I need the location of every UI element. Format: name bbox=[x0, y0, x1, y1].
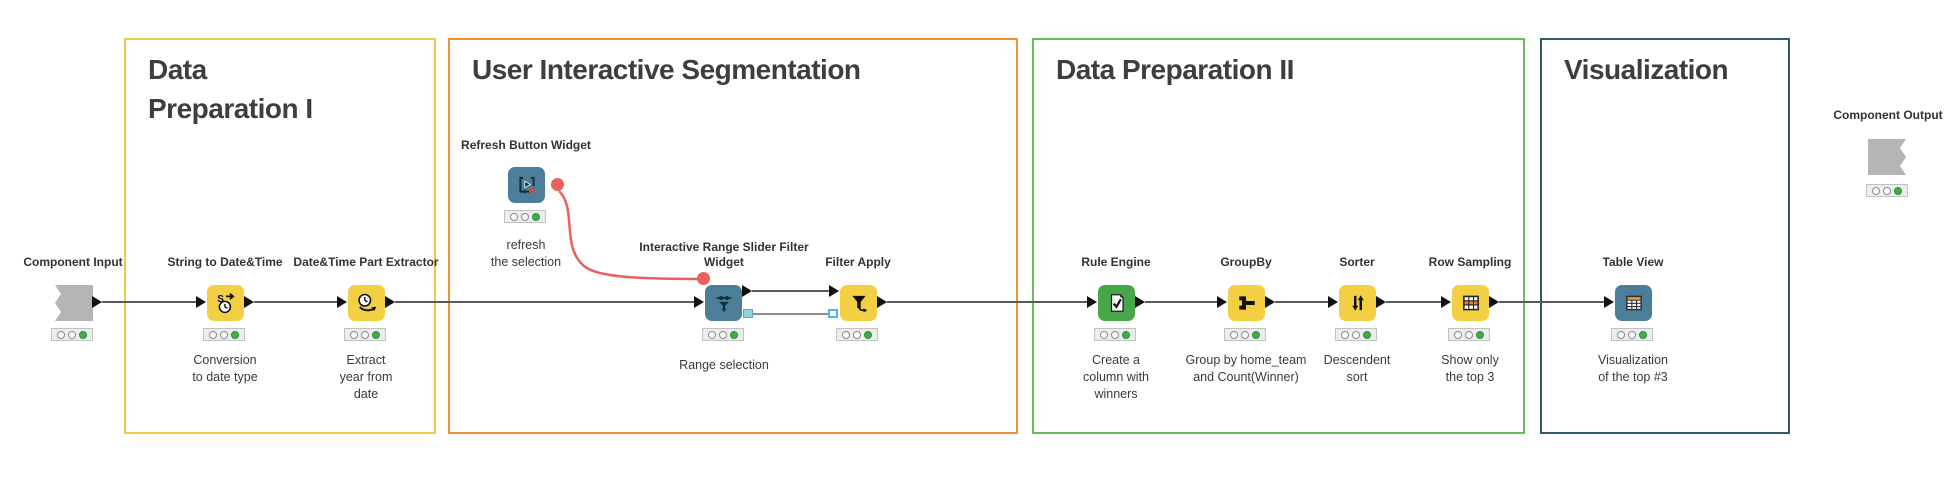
output-port[interactable] bbox=[1265, 296, 1275, 308]
input-port[interactable] bbox=[1087, 296, 1097, 308]
node-label: Interactive Range Slider Filter Widget bbox=[639, 240, 809, 269]
range-slider-filter-icon bbox=[716, 295, 731, 313]
traffic-light bbox=[1335, 328, 1377, 341]
string-to-date-time-icon: S bbox=[217, 292, 235, 314]
input-port[interactable] bbox=[1441, 296, 1451, 308]
node-comment[interactable]: Conversion to date type bbox=[192, 353, 258, 384]
node-comment[interactable]: Visualization of the top #3 bbox=[1598, 353, 1668, 384]
node-range-slider-widget[interactable] bbox=[705, 285, 742, 321]
sort-arrows-icon bbox=[1351, 295, 1364, 311]
annotation-box-visualization[interactable]: Visualization bbox=[1540, 38, 1790, 434]
output-port[interactable] bbox=[877, 296, 887, 308]
component-output-port-icon[interactable] bbox=[1868, 139, 1906, 175]
traffic-light bbox=[504, 210, 546, 223]
output-port-hilite[interactable] bbox=[743, 309, 753, 318]
node-label: GroupBy bbox=[1220, 255, 1272, 269]
output-port[interactable] bbox=[92, 296, 102, 308]
connection-input-to-stringdate[interactable] bbox=[102, 301, 196, 303]
traffic-light bbox=[1611, 328, 1653, 341]
annotation-title: Data Preparation I bbox=[148, 54, 313, 124]
node-rule-engine[interactable] bbox=[1098, 285, 1135, 321]
output-port[interactable] bbox=[244, 296, 254, 308]
node-row-sampling[interactable] bbox=[1452, 285, 1489, 321]
node-label: Refresh Button Widget bbox=[461, 138, 591, 152]
input-port-hilite[interactable] bbox=[828, 309, 838, 318]
node-datetime-part-extractor[interactable] bbox=[348, 285, 385, 321]
rule-checklist-icon bbox=[1110, 294, 1124, 312]
output-port[interactable] bbox=[1376, 296, 1386, 308]
node-comment[interactable]: Range selection bbox=[679, 358, 769, 372]
traffic-light bbox=[203, 328, 245, 341]
traffic-light bbox=[1224, 328, 1266, 341]
connection-sorter-to-rowsampling[interactable] bbox=[1386, 301, 1441, 303]
output-port[interactable] bbox=[1135, 296, 1145, 308]
component-input-port-icon[interactable] bbox=[55, 285, 93, 321]
annotation-title: Data Preparation II bbox=[1056, 54, 1294, 85]
input-port-data[interactable] bbox=[829, 285, 839, 297]
node-comment[interactable]: Group by home_team and Count(Winner) bbox=[1185, 353, 1307, 384]
input-port[interactable] bbox=[1328, 296, 1338, 308]
node-label: Table View bbox=[1602, 255, 1664, 269]
node-sorter[interactable] bbox=[1339, 285, 1376, 321]
node-label: String to Date&Time bbox=[167, 255, 283, 269]
connection-groupby-to-sorter[interactable] bbox=[1275, 301, 1328, 303]
output-port-data[interactable] bbox=[742, 285, 752, 297]
node-label: Component Output bbox=[1833, 108, 1943, 122]
connection-filter-to-ruleengine[interactable] bbox=[887, 301, 1087, 303]
node-label: Rule Engine bbox=[1081, 255, 1151, 269]
flow-variable-output-port[interactable] bbox=[551, 178, 564, 191]
node-comment[interactable]: Create a column with winners bbox=[1083, 353, 1149, 401]
connection-extractor-to-slider[interactable] bbox=[395, 301, 694, 303]
flow-variable-input-port[interactable] bbox=[697, 272, 710, 285]
node-label: Filter Apply bbox=[825, 255, 891, 269]
annotation-box-user-interactive-segmentation[interactable]: User Interactive Segmentation bbox=[448, 38, 1018, 434]
node-table-view[interactable] bbox=[1615, 285, 1652, 321]
traffic-light bbox=[51, 328, 93, 341]
input-port[interactable] bbox=[694, 296, 704, 308]
node-comment[interactable]: refresh the selection bbox=[490, 238, 562, 269]
connection-stringdate-to-extractor[interactable] bbox=[254, 301, 337, 303]
refresh-play-loop-icon bbox=[518, 176, 535, 195]
node-label: Row Sampling bbox=[1428, 255, 1512, 269]
node-comment[interactable]: Show only the top 3 bbox=[1441, 353, 1499, 384]
funnel-icon bbox=[851, 295, 867, 313]
table-row-highlight-icon bbox=[1462, 295, 1479, 311]
connection-slider-to-filter-hilite[interactable] bbox=[753, 313, 828, 315]
input-port[interactable] bbox=[196, 296, 206, 308]
table-grid-icon bbox=[1625, 295, 1642, 311]
traffic-light bbox=[702, 328, 744, 341]
node-filter-apply[interactable] bbox=[840, 285, 877, 321]
connection-slider-to-filter-data[interactable] bbox=[752, 290, 829, 292]
annotation-box-data-preparation-2[interactable]: Data Preparation II bbox=[1032, 38, 1525, 434]
connection-ruleengine-to-groupby[interactable] bbox=[1145, 301, 1217, 303]
node-label: Component Input bbox=[23, 255, 123, 269]
svg-text:S: S bbox=[217, 294, 224, 305]
node-refresh-button-widget[interactable] bbox=[508, 167, 545, 203]
traffic-light bbox=[344, 328, 386, 341]
output-port[interactable] bbox=[385, 296, 395, 308]
group-merge-icon bbox=[1238, 296, 1255, 310]
node-comment[interactable]: Descendent sort bbox=[1323, 353, 1391, 384]
connection-rowsampling-to-tableview[interactable] bbox=[1499, 301, 1604, 303]
node-string-to-datetime[interactable]: S bbox=[207, 285, 244, 321]
input-port[interactable] bbox=[337, 296, 347, 308]
traffic-light bbox=[1094, 328, 1136, 341]
traffic-light bbox=[1448, 328, 1490, 341]
clock-extract-part-icon bbox=[357, 293, 376, 312]
node-groupby[interactable] bbox=[1228, 285, 1265, 321]
node-label: Date&Time Part Extractor bbox=[293, 255, 439, 269]
input-port[interactable] bbox=[1217, 296, 1227, 308]
annotation-box-data-preparation-1[interactable]: Data Preparation I bbox=[124, 38, 436, 434]
output-port[interactable] bbox=[1489, 296, 1499, 308]
input-port[interactable] bbox=[1604, 296, 1614, 308]
traffic-light bbox=[1866, 184, 1908, 197]
traffic-light bbox=[836, 328, 878, 341]
node-label: Sorter bbox=[1339, 255, 1375, 269]
annotation-title: Visualization bbox=[1564, 54, 1729, 85]
annotation-title: User Interactive Segmentation bbox=[472, 54, 861, 85]
node-comment[interactable]: Extract year from date bbox=[339, 353, 393, 401]
